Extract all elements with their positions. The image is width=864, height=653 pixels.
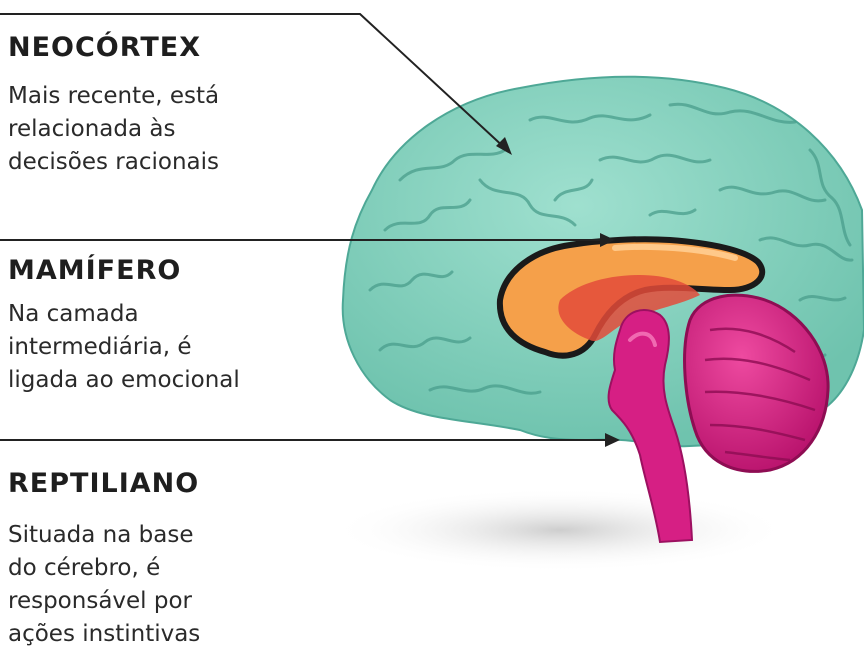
reptiliano-highlight (628, 331, 657, 347)
reptiliano-description-line: ações instintivas (8, 621, 201, 647)
neocortex-arrowhead (496, 137, 512, 155)
reptiliano-region (607, 309, 694, 544)
neocortex-description-line: Mais recente, está (8, 83, 220, 109)
reptiliano-description-line: do cérebro, é (8, 555, 161, 581)
cortex-folds (368, 102, 854, 395)
mamifero-region (496, 236, 766, 359)
mamifero-description-line: Na camada (8, 301, 139, 327)
cerebelo-region (683, 293, 830, 473)
reptiliano-description-line: responsável por (8, 588, 192, 614)
mamifero-arrowhead (600, 233, 615, 247)
neocortex-description-line: relacionada às (8, 116, 176, 142)
mamifero-highlight (612, 243, 738, 261)
reptiliano-description: Situada na base do cérebro, é responsáve… (8, 519, 308, 651)
mamifero-inner (558, 275, 700, 341)
brain-shadow (330, 488, 790, 572)
leader-lines (0, 13, 612, 441)
neocortex-leader-line (0, 13, 508, 151)
neocortex-description: Mais recente, está relacionada às decisõ… (8, 80, 308, 179)
reptiliano-description-line: Situada na base (8, 522, 194, 548)
reptiliano-arrowhead (605, 433, 620, 447)
mamifero-description-line: intermediária, é (8, 334, 192, 360)
mamifero-description: Na camada intermediária, é ligada ao emo… (8, 298, 308, 397)
mamifero-description-line: ligada ao emocional (8, 367, 240, 393)
neocortex-heading: NEOCÓRTEX (8, 32, 202, 63)
neocortex-description-line: decisões racionais (8, 149, 219, 175)
mamifero-heading: MAMÍFERO (8, 255, 182, 286)
reptiliano-heading: REPTILIANO (8, 468, 200, 499)
cerebelo-ridges (704, 327, 816, 462)
